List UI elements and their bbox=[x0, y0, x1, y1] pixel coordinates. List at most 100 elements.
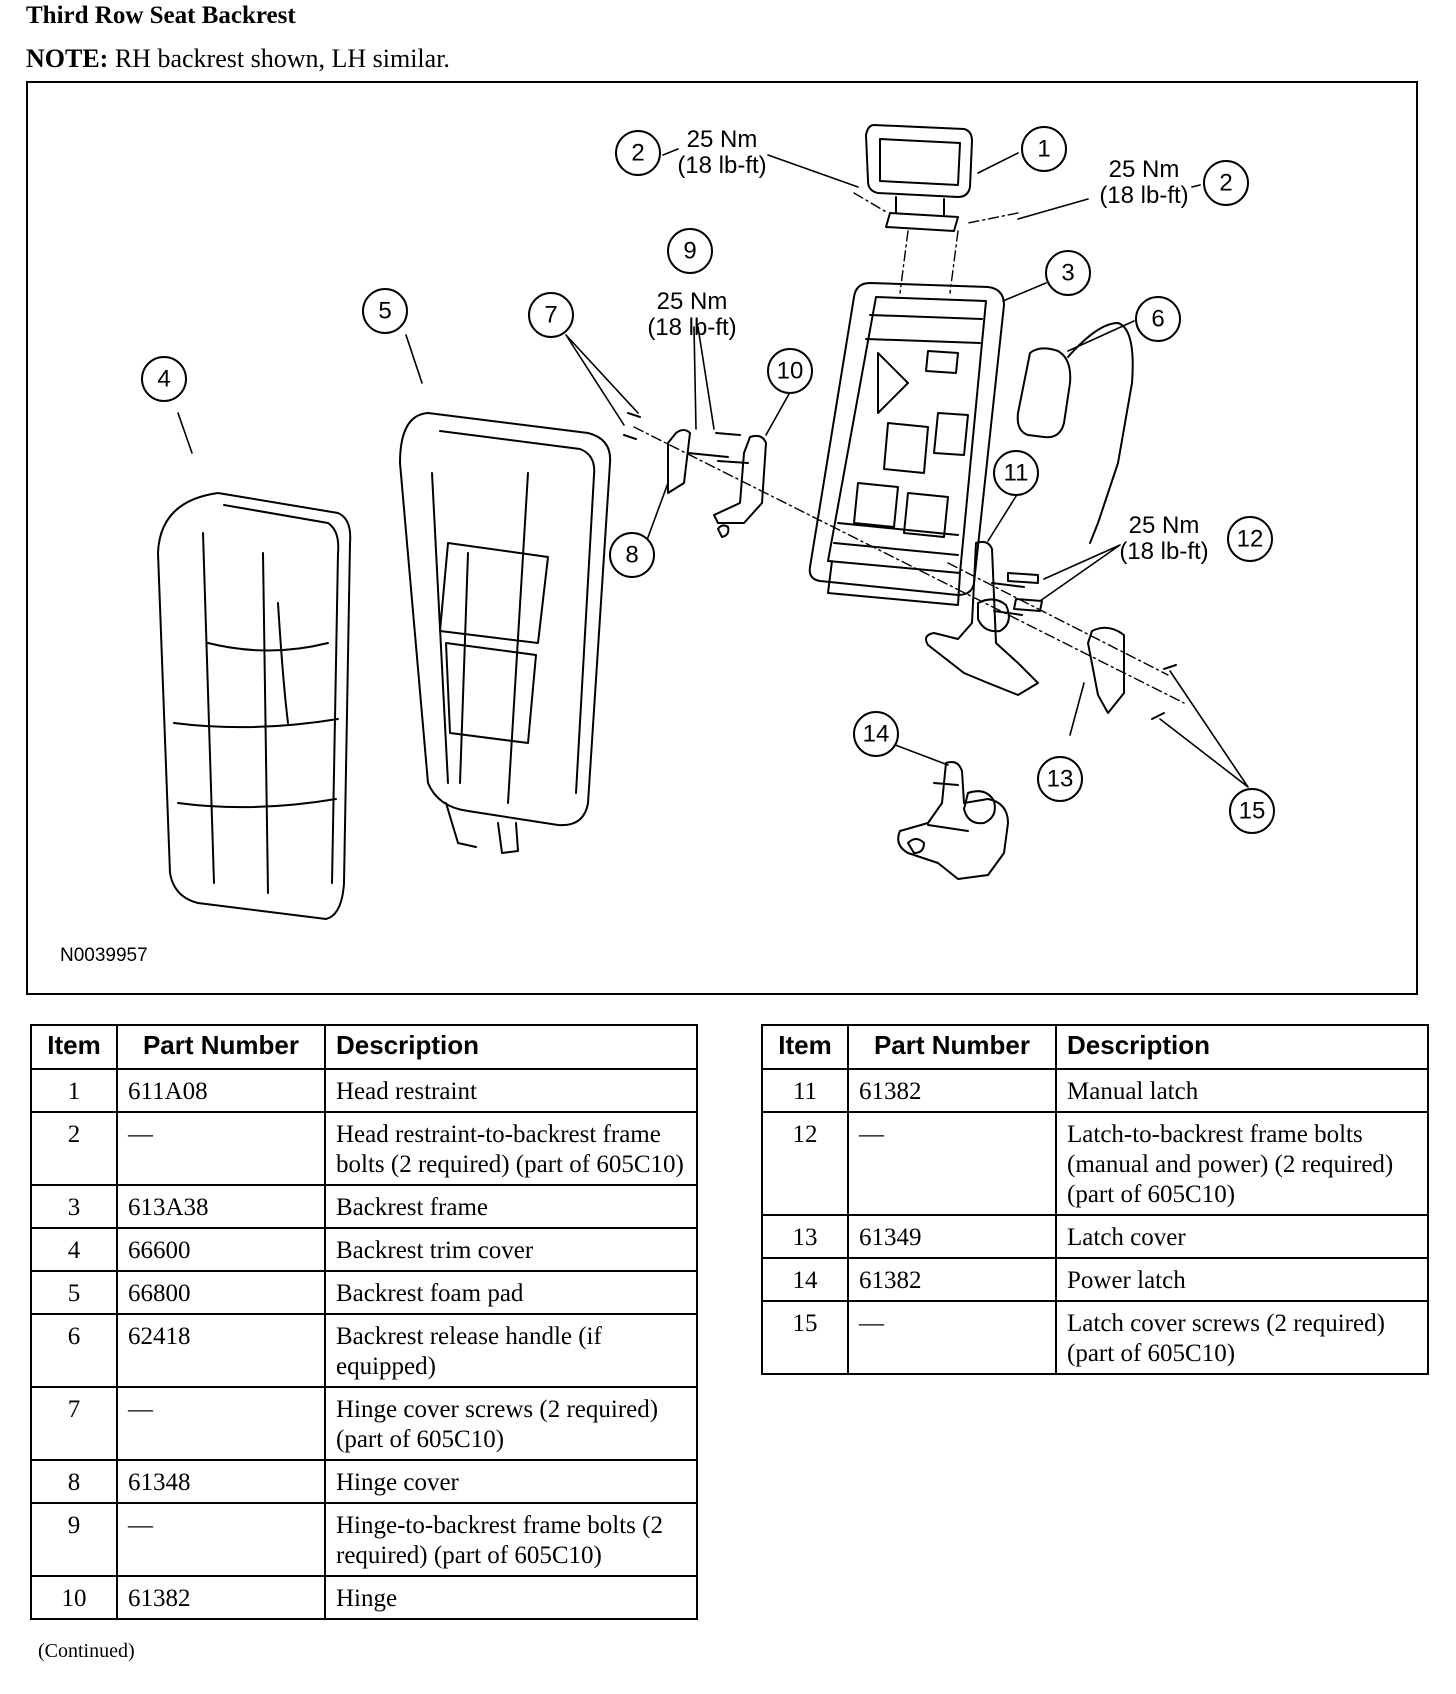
cell-item: 9 bbox=[30, 1502, 118, 1577]
cell-part-number: — bbox=[847, 1300, 1057, 1375]
cell-part-number: 611A08 bbox=[116, 1068, 326, 1113]
torque-2-right-nm: 25 Nm bbox=[1109, 156, 1180, 183]
cell-item: 8 bbox=[30, 1459, 118, 1504]
latch-assembly-drawing bbox=[925, 540, 1177, 720]
release-handle-drawing bbox=[1016, 322, 1134, 544]
diagram-drawing: 1 2 2 3 4 5 6 7 8 9 10 11 12 13 14 15 25… bbox=[141, 124, 1275, 920]
cell-description: Backrest frame bbox=[324, 1184, 698, 1229]
torque-12-lbft: (18 lb-ft) bbox=[1119, 538, 1208, 565]
cell-part-number: 61348 bbox=[116, 1459, 326, 1504]
table-row: 12—Latch-to-backrest frame bolts (manual… bbox=[761, 1111, 1429, 1216]
table-header-row: Item Part Number Description bbox=[30, 1024, 698, 1070]
cell-item: 10 bbox=[30, 1575, 118, 1620]
callout-8: 8 bbox=[625, 542, 638, 569]
callout-13: 13 bbox=[1047, 766, 1074, 793]
cell-item: 3 bbox=[30, 1184, 118, 1229]
power-latch-drawing bbox=[897, 761, 1009, 880]
callout-15: 15 bbox=[1239, 798, 1266, 825]
cell-item: 1 bbox=[30, 1068, 118, 1113]
cell-part-number: 61382 bbox=[847, 1257, 1057, 1302]
header-description: Description bbox=[324, 1024, 698, 1070]
cell-part-number: 66600 bbox=[116, 1227, 326, 1272]
table-row: 9—Hinge-to-backrest frame bolts (2 requi… bbox=[30, 1502, 698, 1577]
callout-1: 1 bbox=[1037, 136, 1050, 163]
torque-2-left-nm: 25 Nm bbox=[687, 126, 758, 153]
cell-item: 7 bbox=[30, 1386, 118, 1461]
callout-2-right: 2 bbox=[1219, 170, 1232, 197]
callout-7: 7 bbox=[544, 302, 557, 329]
cell-item: 11 bbox=[761, 1068, 849, 1113]
cell-part-number: 61382 bbox=[116, 1575, 326, 1620]
page-title: Third Row Seat Backrest bbox=[26, 2, 296, 29]
header-item: Item bbox=[761, 1024, 849, 1070]
table-header-row: Item Part Number Description bbox=[761, 1024, 1429, 1070]
cell-part-number: 61382 bbox=[847, 1068, 1057, 1113]
cell-description: Backrest trim cover bbox=[324, 1227, 698, 1272]
header-item: Item bbox=[30, 1024, 118, 1070]
cell-item: 15 bbox=[761, 1300, 849, 1375]
torque-2-right-lbft: (18 lb-ft) bbox=[1099, 182, 1188, 209]
cell-description: Manual latch bbox=[1055, 1068, 1429, 1113]
cell-part-number: — bbox=[116, 1386, 326, 1461]
callout-10: 10 bbox=[777, 358, 804, 385]
head-restraint-drawing bbox=[865, 124, 973, 232]
cell-part-number: 62418 bbox=[116, 1313, 326, 1388]
callout-12: 12 bbox=[1237, 526, 1264, 553]
note-label: NOTE: bbox=[26, 44, 109, 73]
cell-part-number: — bbox=[116, 1111, 326, 1186]
cell-description: Latch cover screws (2 required) (part of… bbox=[1055, 1300, 1429, 1375]
hinge-assembly-drawing bbox=[623, 412, 767, 538]
header-description: Description bbox=[1055, 1024, 1429, 1070]
cell-part-number: 66800 bbox=[116, 1270, 326, 1315]
cell-part-number: 61349 bbox=[847, 1214, 1057, 1259]
table-row: 2—Head restraint-to-backrest frame bolts… bbox=[30, 1111, 698, 1186]
callout-2-left: 2 bbox=[631, 140, 644, 167]
callout-14: 14 bbox=[863, 721, 890, 748]
cell-part-number: — bbox=[847, 1111, 1057, 1216]
header-part-number: Part Number bbox=[116, 1024, 326, 1070]
callout-11: 11 bbox=[1004, 460, 1029, 487]
table-row: 15—Latch cover screws (2 required) (part… bbox=[761, 1300, 1429, 1375]
cell-description: Head restraint bbox=[324, 1068, 698, 1113]
header-part-number: Part Number bbox=[847, 1024, 1057, 1070]
callout-4: 4 bbox=[157, 366, 170, 393]
note-text: RH backrest shown, LH similar. bbox=[108, 44, 450, 73]
cell-item: 13 bbox=[761, 1214, 849, 1259]
cell-description: Hinge-to-backrest frame bolts (2 require… bbox=[324, 1502, 698, 1577]
cell-item: 4 bbox=[30, 1227, 118, 1272]
cell-description: Latch cover bbox=[1055, 1214, 1429, 1259]
cell-description: Hinge bbox=[324, 1575, 698, 1620]
callout-9: 9 bbox=[683, 238, 696, 265]
callout-6: 6 bbox=[1151, 306, 1164, 333]
exploded-diagram: 1 2 2 3 4 5 6 7 8 9 10 11 12 13 14 15 25… bbox=[26, 81, 1418, 995]
note: NOTE: RH backrest shown, LH similar. bbox=[26, 44, 450, 74]
cell-item: 5 bbox=[30, 1270, 118, 1315]
cell-description: Head restraint-to-backrest frame bolts (… bbox=[324, 1111, 698, 1186]
cell-item: 2 bbox=[30, 1111, 118, 1186]
backrest-frame-drawing bbox=[808, 282, 1005, 606]
cell-part-number: — bbox=[116, 1502, 326, 1577]
cell-part-number: 613A38 bbox=[116, 1184, 326, 1229]
torque-12-nm: 25 Nm bbox=[1129, 512, 1200, 539]
cell-item: 6 bbox=[30, 1313, 118, 1388]
torque-9-lbft: (18 lb-ft) bbox=[647, 314, 736, 341]
cell-description: Power latch bbox=[1055, 1257, 1429, 1302]
cell-description: Hinge cover screws (2 required) (part of… bbox=[324, 1386, 698, 1461]
cell-item: 12 bbox=[761, 1111, 849, 1216]
backrest-trim-cover-drawing bbox=[157, 492, 352, 920]
table-row: 7—Hinge cover screws (2 required) (part … bbox=[30, 1386, 698, 1461]
callout-5: 5 bbox=[378, 298, 391, 325]
cell-description: Latch-to-backrest frame bolts (manual an… bbox=[1055, 1111, 1429, 1216]
